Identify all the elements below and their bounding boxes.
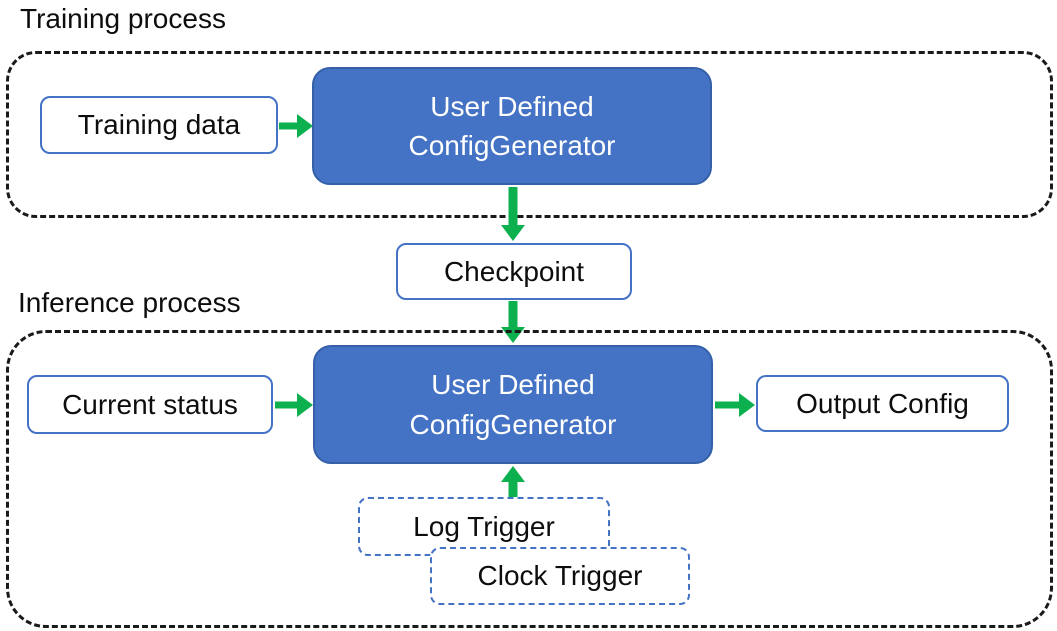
arrow-shaft (508, 481, 518, 497)
output-config-box: Output Config (756, 375, 1009, 432)
arrow-shaft (279, 122, 298, 130)
config-generator-box-inference: User Defined ConfigGenerator (313, 345, 713, 464)
clock-trigger-box: Clock Trigger (430, 547, 690, 605)
arrow-generator-to-output (715, 393, 755, 417)
arrow-head-icon (501, 466, 525, 482)
arrow-head-icon (297, 114, 313, 138)
config-generator-inference-line1: User Defined (431, 369, 595, 401)
current-status-box: Current status (27, 375, 273, 434)
training-data-box: Training data (40, 96, 278, 154)
arrow-shaft (508, 301, 518, 328)
arrow-shaft (508, 187, 518, 226)
arrow-training-data-to-generator (279, 114, 313, 138)
config-generator-inference-line2: ConfigGenerator (409, 408, 617, 440)
training-process-label: Training process (20, 3, 226, 34)
arrow-head-icon (297, 393, 313, 417)
arrow-current-status-to-generator (275, 393, 313, 417)
arrow-head-icon (501, 225, 525, 241)
inference-process-container (6, 330, 1053, 628)
config-generator-training-line1: User Defined (430, 90, 594, 122)
config-generator-training-line2: ConfigGenerator (408, 130, 616, 161)
arrow-trigger-to-generator (501, 466, 525, 497)
arrow-shaft (275, 401, 298, 409)
arrow-shaft (715, 401, 740, 409)
arrow-head-icon (739, 393, 755, 417)
checkpoint-box: Checkpoint (396, 243, 632, 300)
training-process-container (6, 51, 1053, 218)
config-generator-box-training: User Defined ConfigGenerator (312, 67, 712, 185)
inference-process-label: Inference process (18, 287, 241, 318)
arrow-generator-to-checkpoint (501, 187, 525, 241)
